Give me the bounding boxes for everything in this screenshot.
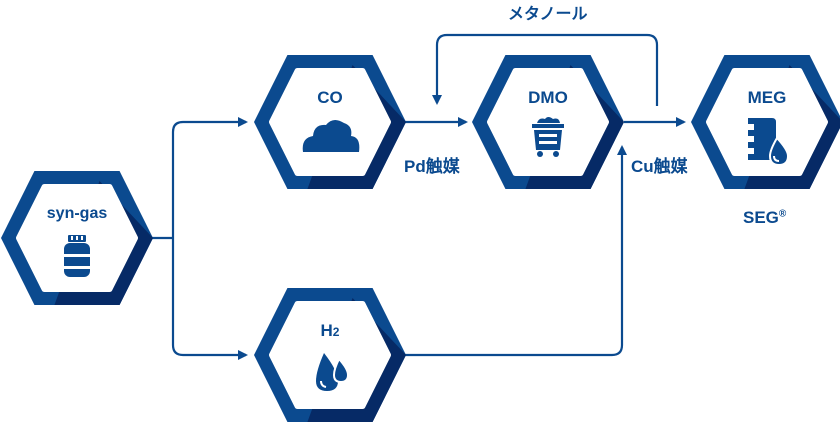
to-co-arrow [171,117,248,238]
registered-mark: ® [778,208,787,220]
h2-label-main: H [320,321,333,340]
seg-trademark-label: SEG® [743,208,786,228]
seg-name: SEG [743,208,779,227]
methanol-label: メタノール [508,6,588,23]
node-syngas-label: syn-gas [46,205,108,222]
h2-label-sub: 2 [332,325,340,339]
oil-barrel-drop-icon [748,118,790,167]
gas-cylinder-icon [64,235,90,277]
node-h2-label: H2 [280,321,380,341]
node-meg-label: MEG [747,88,787,107]
h2-to-dmo-arrow [405,145,627,357]
water-drops-icon [316,353,350,391]
pd-catalyst-label: Pd触媒 [404,157,460,176]
methanol-loop-arrow [432,33,659,106]
to-h2-arrow [171,238,248,360]
node-dmo-label: DMO [528,88,568,107]
cu-catalyst-label: Cu触媒 [631,157,688,176]
cloud-icon [302,119,360,152]
mine-cart-icon [532,117,564,157]
hexagon-node-h2 [254,288,406,422]
node-co-label: CO [317,88,343,107]
